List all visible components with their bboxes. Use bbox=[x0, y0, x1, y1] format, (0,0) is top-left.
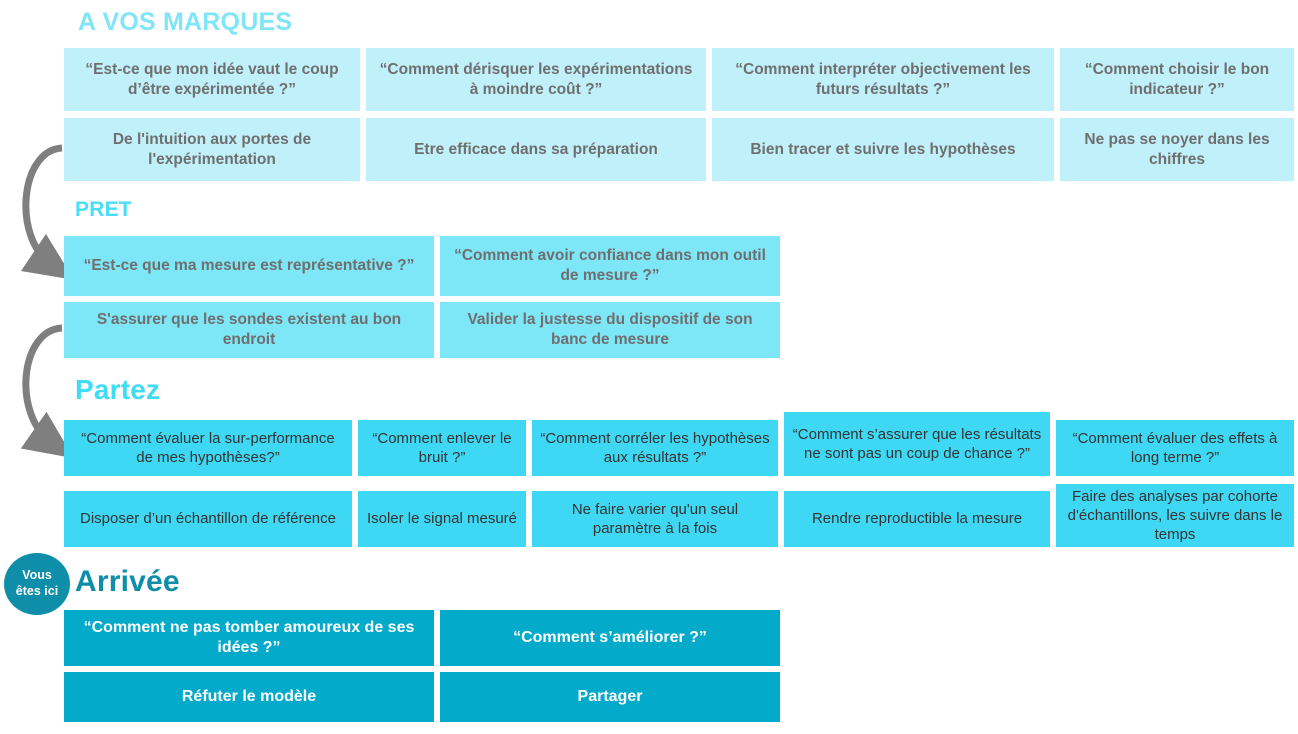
question-box[interactable]: “Est-ce que mon idée vaut le coup d’être… bbox=[64, 48, 360, 111]
answer-box[interactable]: Etre efficace dans sa préparation bbox=[366, 118, 706, 181]
question-box[interactable]: “Comment enlever le bruit ?” bbox=[358, 420, 526, 476]
question-box[interactable]: “Comment interpréter objectivement les f… bbox=[712, 48, 1054, 111]
arrow-pret-to-partez bbox=[20, 324, 74, 459]
question-box[interactable]: “Comment évaluer la sur-performance de m… bbox=[64, 420, 352, 476]
question-box[interactable]: “Est-ce que ma mesure est représentative… bbox=[64, 236, 434, 296]
answer-box[interactable]: Isoler le signal mesuré bbox=[358, 491, 526, 547]
answer-box[interactable]: Bien tracer et suivre les hypothèses bbox=[712, 118, 1054, 181]
question-box[interactable]: “Comment choisir le bon indicateur ?” bbox=[1060, 48, 1294, 111]
question-box[interactable]: “Comment s’assurer que les résultats ne … bbox=[784, 412, 1050, 476]
arrow-marques-to-pret bbox=[20, 144, 75, 280]
you-are-here-badge: Vous êtes ici bbox=[4, 553, 70, 615]
answer-box[interactable]: Faire des analyses par cohorte d'échanti… bbox=[1056, 484, 1294, 547]
section-title-a-vos-marques: A VOS MARQUES bbox=[78, 8, 293, 36]
answer-box[interactable]: Rendre reproductible la mesure bbox=[784, 491, 1050, 547]
answer-box[interactable]: S'assurer que les sondes existent au bon… bbox=[64, 302, 434, 358]
question-box[interactable]: “Comment corréler les hypothèses aux rés… bbox=[532, 420, 778, 476]
you-are-here-line2: êtes ici bbox=[15, 584, 59, 598]
answer-box[interactable]: Ne pas se noyer dans les chiffres bbox=[1060, 118, 1294, 181]
section-title-partez: Partez bbox=[75, 374, 161, 405]
answer-box[interactable]: Partager bbox=[440, 672, 780, 722]
question-box[interactable]: “Comment ne pas tomber amoureux de ses i… bbox=[64, 610, 434, 666]
answer-box[interactable]: Réfuter le modèle bbox=[64, 672, 434, 722]
section-title-arrivee: Arrivée bbox=[75, 565, 180, 598]
question-box[interactable]: “Comment avoir confiance dans mon outil … bbox=[440, 236, 780, 296]
question-box[interactable]: “Comment dérisquer les expérimentations … bbox=[366, 48, 706, 111]
question-box[interactable]: “Comment évaluer des effets à long terme… bbox=[1056, 420, 1294, 476]
section-title-pret: PRET bbox=[75, 198, 132, 221]
question-box[interactable]: “Comment s’améliorer ?” bbox=[440, 610, 780, 666]
answer-box[interactable]: Valider la justesse du dispositif de son… bbox=[440, 302, 780, 358]
answer-box[interactable]: De l'intuition aux portes de l'expérimen… bbox=[64, 118, 360, 181]
you-are-here-line1: Vous bbox=[22, 568, 52, 583]
answer-box[interactable]: Ne faire varier qu'un seul paramètre à l… bbox=[532, 491, 778, 547]
answer-box[interactable]: Disposer d’un échantillon de référence bbox=[64, 491, 352, 547]
